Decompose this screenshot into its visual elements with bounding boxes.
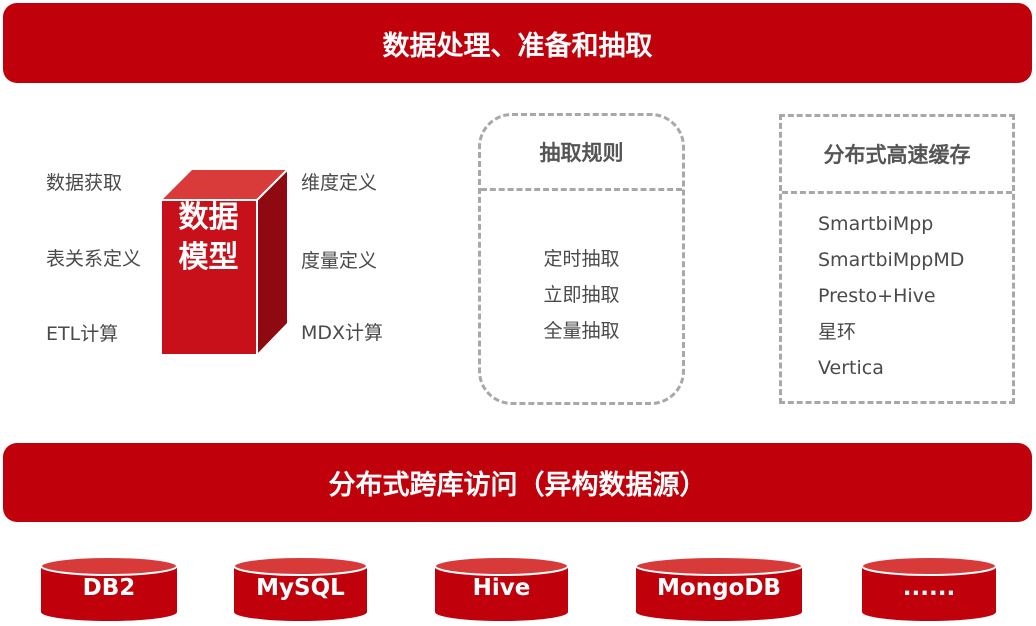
extraction-rules-box: 抽取规则 定时抽取 立即抽取 全量抽取 <box>478 113 685 405</box>
database-cylinder: DB2 <box>41 557 177 621</box>
distributed-cache-list: SmartbiMpp SmartbiMppMD Presto+Hive 星环 V… <box>818 206 964 386</box>
model-left-item: 表关系定义 <box>46 248 142 270</box>
model-left-item: 数据获取 <box>46 172 123 194</box>
database-label: Hive <box>472 575 531 601</box>
top-banner: 数据处理、准备和抽取 <box>3 3 1032 83</box>
model-right-item: 维度定义 <box>301 172 378 194</box>
extraction-rules-list: 定时抽取 立即抽取 全量抽取 <box>481 241 682 349</box>
distributed-cache-title: 分布式高速缓存 <box>782 117 1012 194</box>
list-item: SmartbiMppMD <box>818 249 965 271</box>
list-item: Vertica <box>818 357 884 379</box>
list-item: 立即抽取 <box>543 284 620 306</box>
list-item: 全量抽取 <box>543 320 620 342</box>
extraction-rules-title: 抽取规则 <box>481 116 682 191</box>
list-item: 定时抽取 <box>543 248 620 270</box>
database-label: ...... <box>902 575 956 601</box>
cube-label: 数据 模型 <box>161 198 256 278</box>
database-cylinder: ...... <box>862 557 996 621</box>
data-model-cube: 数据 模型 <box>161 168 291 356</box>
cube-label-line: 模型 <box>178 240 239 275</box>
database-label: DB2 <box>82 575 136 601</box>
list-item: SmartbiMpp <box>818 213 934 235</box>
bottom-banner-title: 分布式跨库访问（异构数据源） <box>328 470 707 501</box>
model-right-item: 度量定义 <box>301 250 378 272</box>
cube-label-line: 数据 <box>178 200 239 235</box>
cube-graphic <box>162 169 288 354</box>
list-item: Presto+Hive <box>818 285 936 307</box>
database-label: MySQL <box>256 575 345 601</box>
database-cylinder: MongoDB <box>636 557 802 621</box>
model-left-item: ETL计算 <box>46 323 119 345</box>
list-item: 星环 <box>818 321 857 343</box>
model-right-item: MDX计算 <box>301 322 384 344</box>
database-cylinder: MySQL <box>234 557 367 621</box>
top-banner-title: 数据处理、准备和抽取 <box>382 30 653 62</box>
cylinder-icon <box>41 557 177 621</box>
cylinder-icon <box>636 557 802 621</box>
database-label: MongoDB <box>657 575 781 601</box>
bottom-banner: 分布式跨库访问（异构数据源） <box>3 443 1032 522</box>
database-cylinder: Hive <box>435 557 568 621</box>
distributed-cache-box: 分布式高速缓存 SmartbiMpp SmartbiMppMD Presto+H… <box>779 114 1015 404</box>
cylinder-icon <box>862 557 996 621</box>
cylinder-icon <box>435 557 568 621</box>
cylinder-icon <box>234 557 367 621</box>
